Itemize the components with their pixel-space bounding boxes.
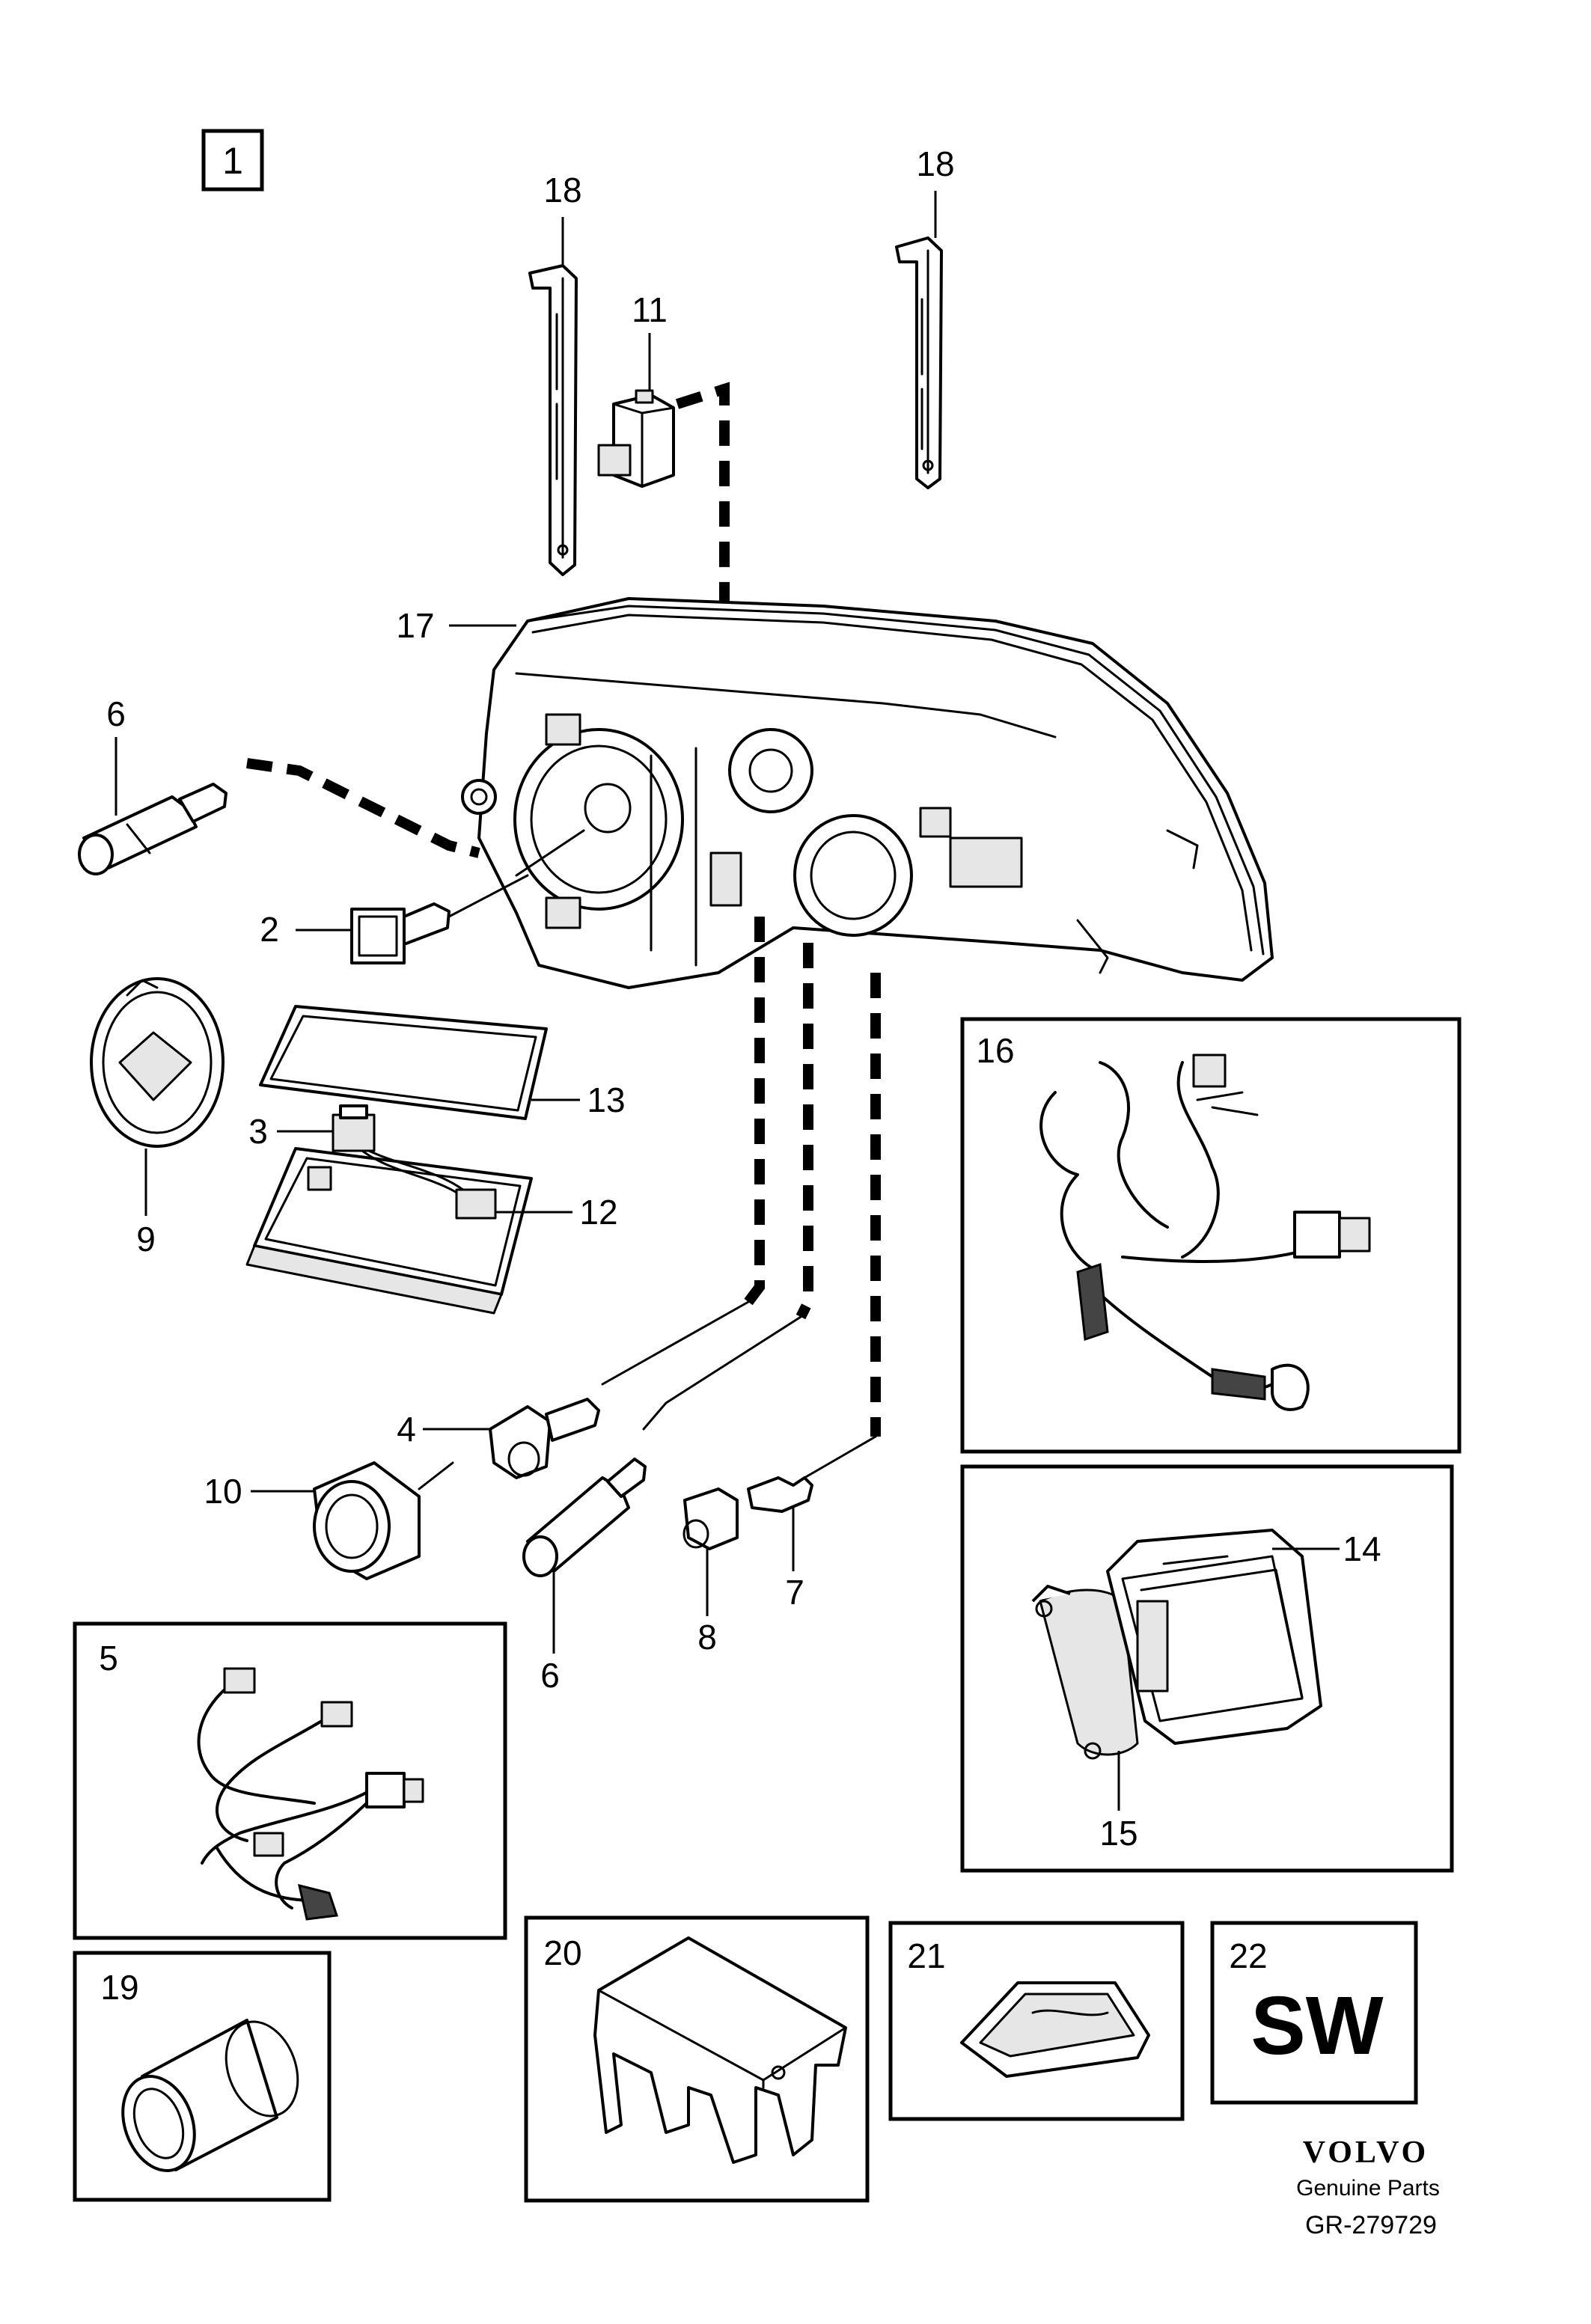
part-21-cap-box <box>888 1921 1185 2121</box>
drawing-number: GR-279729 <box>1305 2211 1437 2239</box>
callout-18-left: 18 <box>543 171 581 210</box>
part-14-15-ballast-box <box>960 1464 1454 1873</box>
callout-18-right: 18 <box>916 144 954 183</box>
part-2-bulb <box>296 874 529 964</box>
brand-subtitle: Genuine Parts <box>1296 2176 1440 2201</box>
part-4-bulb-holder <box>423 1398 600 1479</box>
callout-21: 21 <box>907 1936 945 1975</box>
callout-6-lower: 6 <box>540 1656 560 1695</box>
callout-2: 2 <box>260 910 279 949</box>
callout-3: 3 <box>248 1112 268 1151</box>
callout-17: 17 <box>396 606 434 645</box>
callout-16: 16 <box>976 1031 1014 1070</box>
callout-19: 19 <box>100 1968 138 2007</box>
assembly-path-6-lower <box>796 943 813 1320</box>
callout-4: 4 <box>397 1410 416 1449</box>
part-3-connector <box>277 1104 376 1152</box>
callout-20: 20 <box>543 1933 581 1972</box>
assembly-path-6-upper <box>246 758 480 858</box>
part-11-module <box>597 333 675 488</box>
part-10-lamp-cover <box>251 1461 454 1580</box>
part-12-ballast <box>245 1140 572 1315</box>
callout-6-upper: 6 <box>106 694 126 733</box>
callout-22: 22 <box>1229 1936 1267 1975</box>
group-number-box: 1 <box>201 129 264 192</box>
part-18-left-bracket <box>528 217 578 576</box>
brand-logo: VOLVO <box>1303 2135 1429 2170</box>
callout-9: 9 <box>136 1220 156 1259</box>
callout-11: 11 <box>632 290 668 329</box>
callout-10: 10 <box>204 1472 242 1511</box>
part-7-bulb <box>747 1476 813 1571</box>
software-label: SW <box>1250 1980 1383 2072</box>
part-16-wiring-harness-box <box>960 1017 1462 1454</box>
assembly-leader-6-lower <box>642 1315 802 1431</box>
part-5-wiring-harness-box <box>73 1621 507 1940</box>
part-6-bulb-lower <box>522 1458 647 1654</box>
callout-15: 15 <box>1099 1814 1137 1853</box>
group-number: 1 <box>222 140 243 182</box>
assembly-leader-7 <box>803 1435 877 1479</box>
part-17-headlamp-housing <box>449 597 1274 989</box>
callout-12: 12 <box>579 1193 617 1232</box>
callout-5: 5 <box>99 1639 118 1678</box>
callout-13: 13 <box>587 1080 625 1119</box>
part-18-right-bracket <box>895 191 943 489</box>
callout-8: 8 <box>697 1618 717 1657</box>
part-19-sleeve-box <box>73 1951 332 2202</box>
part-22-software-box: SW <box>1210 1921 1418 2105</box>
part-20-cover-box <box>524 1915 870 2203</box>
part-8-socket <box>682 1487 739 1616</box>
part-13-gasket <box>259 1005 580 1120</box>
assembly-leader-4 <box>601 1300 750 1386</box>
callout-14: 14 <box>1343 1529 1381 1568</box>
callout-7: 7 <box>785 1573 804 1612</box>
part-6-bulb-upper <box>78 737 227 875</box>
part-9-cover-cap <box>90 977 225 1216</box>
assembly-path-4 <box>744 917 765 1306</box>
